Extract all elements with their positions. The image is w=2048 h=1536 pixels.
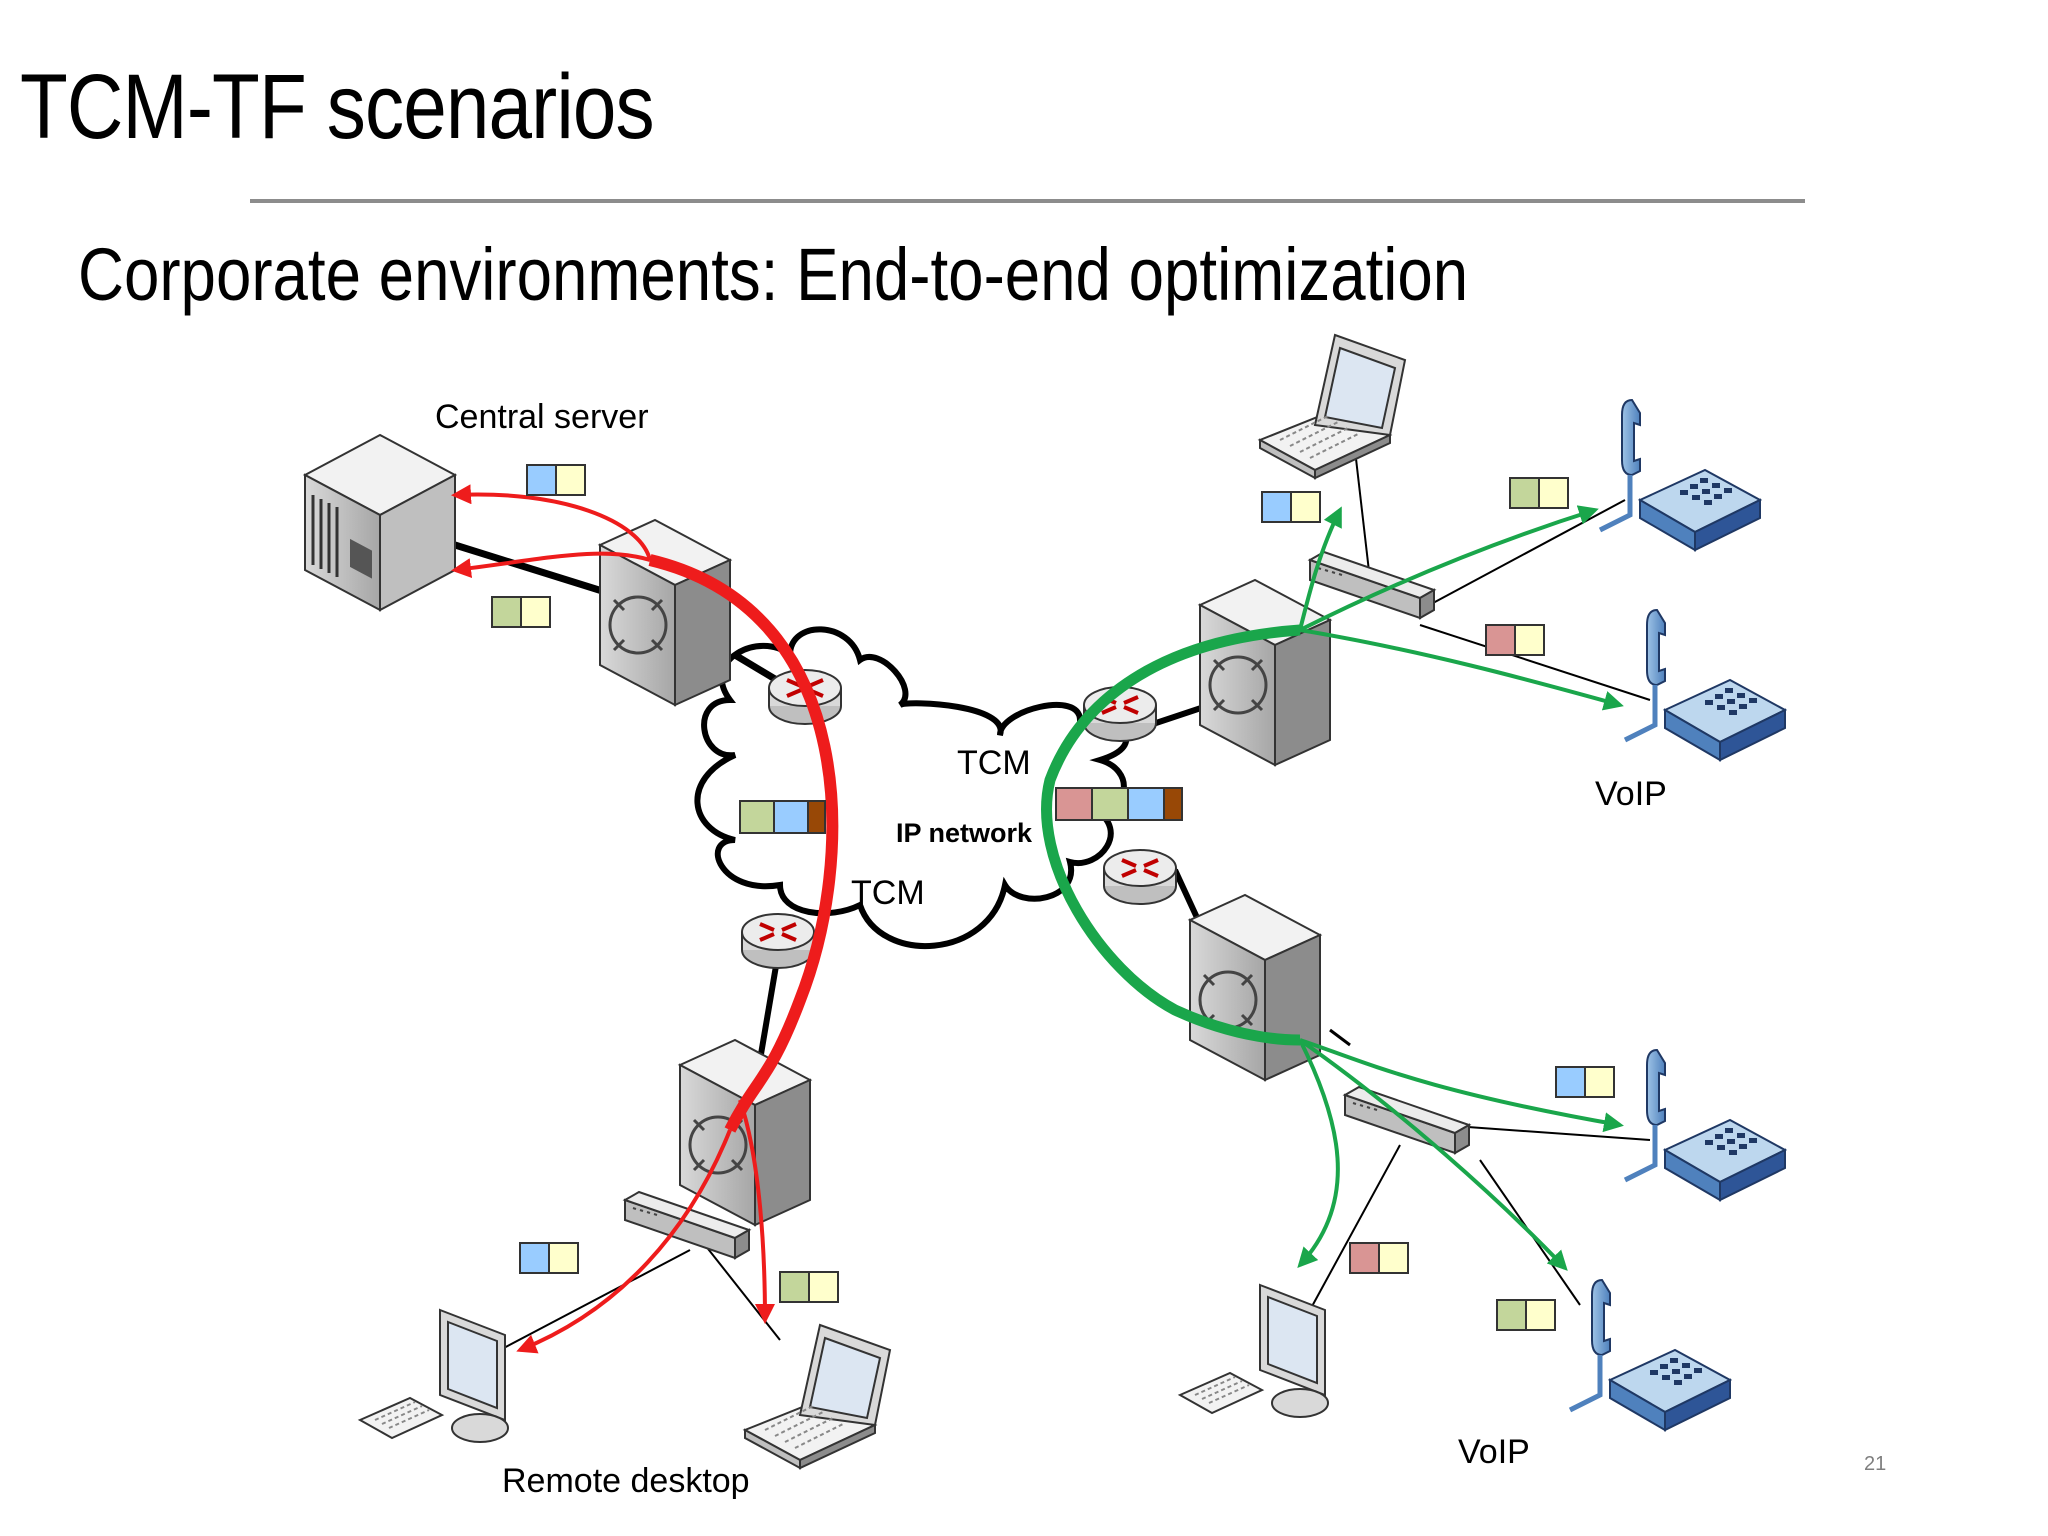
packet-laptop-bottom — [779, 1271, 839, 1303]
tcm-top-label: TCM — [957, 744, 1031, 782]
packet-central-bottom — [491, 596, 551, 628]
voip-bottom-label: VoIP — [1458, 1433, 1530, 1471]
packet-central-top — [526, 464, 586, 496]
page-number: 21 — [1864, 1453, 1887, 1475]
laptop-top-icon — [1259, 334, 1406, 479]
packet-boxes — [491, 464, 1615, 1331]
packet-phone-4 — [1496, 1299, 1556, 1331]
switch-top-right-icon — [1309, 551, 1435, 619]
gateway-bottom-right-icon — [1188, 893, 1322, 1082]
ip-phone-3-icon — [1625, 1050, 1785, 1200]
red-flow — [451, 484, 839, 1354]
gateway-top-left-icon — [598, 518, 732, 707]
packet-phone-1 — [1509, 477, 1569, 509]
ip-phone-1-icon — [1600, 400, 1760, 550]
slide-subtitle: Corporate environments: End-to-end optim… — [78, 233, 1469, 316]
packet-laptop-top — [1261, 491, 1321, 523]
packet-tcm-left — [739, 800, 826, 834]
remote-desktop-label: Remote desktop — [502, 1462, 750, 1500]
ip-phone-4-icon — [1570, 1280, 1730, 1430]
packet-desktop-left — [519, 1242, 579, 1274]
packet-phone-2 — [1485, 624, 1545, 656]
laptop-bottom-icon — [744, 1324, 891, 1469]
tcm-bottom-label: TCM — [851, 874, 925, 912]
gateway-bottom-left-icon — [678, 1038, 812, 1227]
voip-top-label: VoIP — [1595, 775, 1667, 813]
title-divider — [250, 199, 1805, 203]
router-bottom-left-icon — [740, 912, 816, 970]
packet-tcm-right — [1055, 787, 1183, 821]
packet-desktop-right — [1349, 1242, 1409, 1274]
ip-phone-2-icon — [1625, 610, 1785, 760]
central-server-icon — [302, 433, 458, 612]
gateway-top-right-icon — [1198, 578, 1332, 767]
desktop-left-icon — [359, 1309, 509, 1443]
desktop-right-icon — [1179, 1284, 1329, 1418]
router-right-icon — [1102, 848, 1178, 906]
green-flow — [1041, 505, 1624, 1271]
central-server-label: Central server — [435, 398, 649, 436]
packet-phone-3 — [1555, 1066, 1615, 1098]
slide-title: TCM-TF scenarios — [20, 56, 655, 158]
ip-network-label: IP network — [896, 818, 1033, 848]
